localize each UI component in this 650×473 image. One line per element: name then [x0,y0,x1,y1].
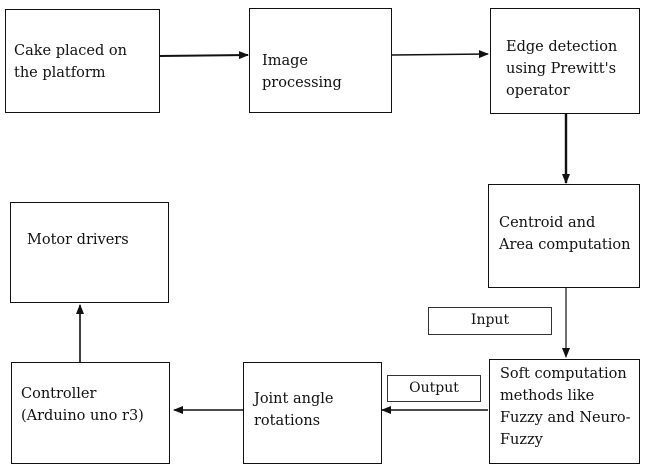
arrow-image-processing-to-edge-detection [391,50,489,59]
box-soft-computation: Soft computation methods like Fuzzy and … [489,359,640,464]
input-label: Input [428,307,552,335]
box-edge-detection: Edge detection using Prewitt's operator [490,8,640,114]
box-centroid-area-label: Centroid and Area computation [499,215,631,253]
box-joint-angle-label: Joint angle rotations [254,391,334,429]
box-joint-angle: Joint angle rotations [243,362,382,464]
box-motor-drivers: Motor drivers [10,202,169,303]
box-motor-drivers-label: Motor drivers [27,232,129,248]
box-image-processing: Image processing [249,8,392,113]
box-controller-label: Controller (Arduino uno r3) [21,386,144,424]
box-soft-computation-label: Soft computation methods like Fuzzy and … [500,366,631,448]
arrow-cake-to-image-processing [159,51,249,60]
box-edge-detection-label: Edge detection using Prewitt's operator [506,39,618,99]
box-image-processing-label: Image processing [262,53,342,91]
box-cake-placed-label: Cake placed on the platform [14,43,127,81]
box-controller: Controller (Arduino uno r3) [11,362,170,464]
box-cake-placed: Cake placed on the platform [5,9,160,113]
box-centroid-area: Centroid and Area computation [488,184,640,288]
output-label: Output [387,375,481,402]
